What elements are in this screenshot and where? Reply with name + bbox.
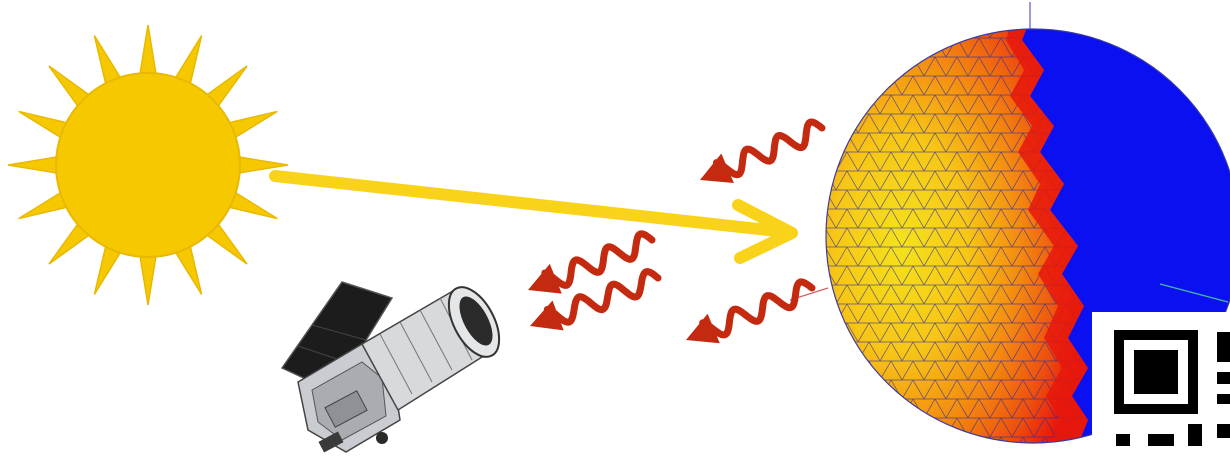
wavy-arrow-icon <box>547 272 658 323</box>
wavy-arrow-icon <box>703 282 812 335</box>
telescope-icon <box>282 279 509 452</box>
wavy-arrow-icon <box>717 122 823 175</box>
sunlight-arrow-icon <box>275 176 792 258</box>
sun-icon <box>8 25 288 305</box>
wavy-arrow-icon <box>545 234 652 286</box>
qr-code-icon <box>1092 312 1230 459</box>
